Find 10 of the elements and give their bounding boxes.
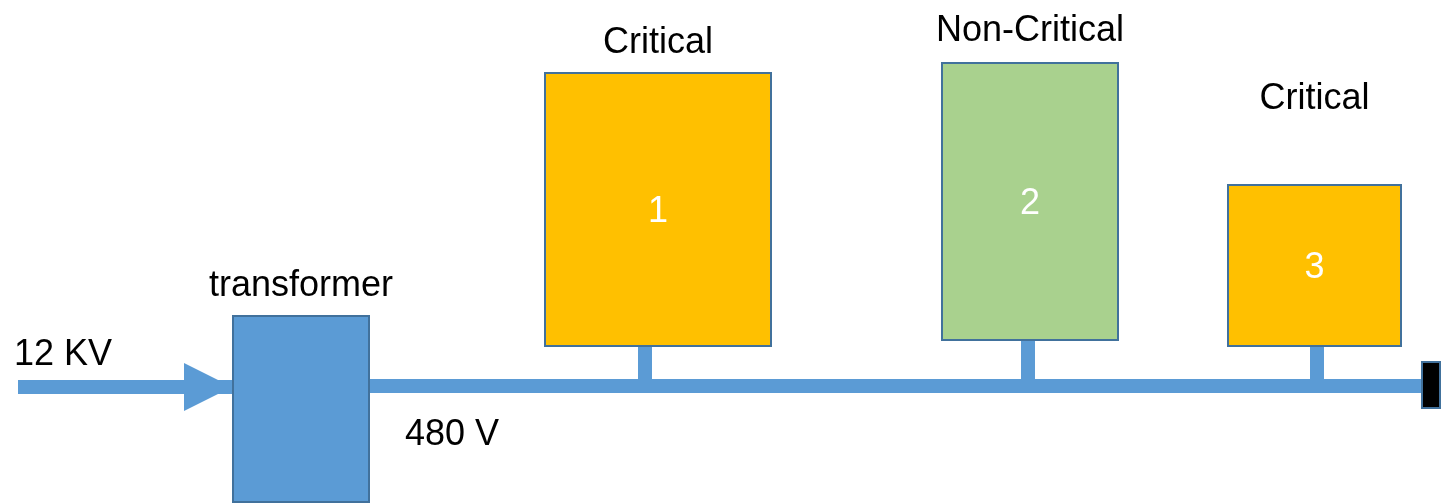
box-heading: Non-Critical — [936, 8, 1124, 50]
box-heading: transformer — [209, 263, 393, 305]
edge-label: 12 KV — [14, 332, 113, 374]
box-heading: Critical — [603, 20, 713, 62]
box-number: 1 — [648, 188, 668, 231]
connector-line — [18, 363, 232, 411]
box-number: 3 — [1304, 244, 1325, 287]
edge-label: 480 V — [405, 412, 500, 454]
box-heading: Critical — [1259, 76, 1370, 118]
box-number: 2 — [1020, 180, 1040, 223]
